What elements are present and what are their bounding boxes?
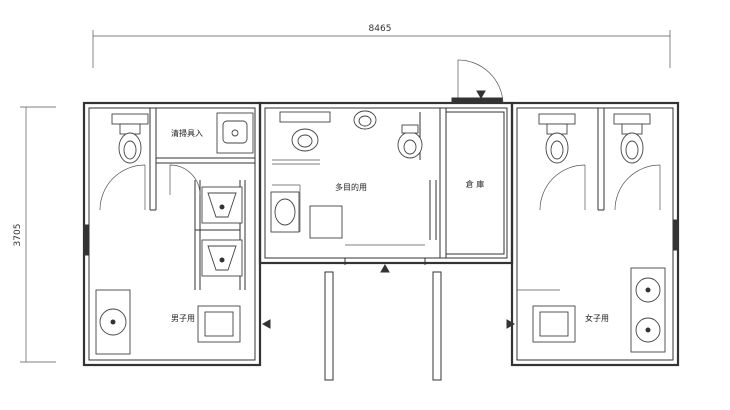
room-label-cleaning: 清掃具入 [171, 128, 203, 138]
sink-icon [95, 289, 131, 355]
urinal-icon [201, 239, 243, 277]
entrance-guides [324, 271, 442, 381]
floor-drain-icon [197, 305, 241, 343]
outer-walls [82, 101, 680, 367]
sink-icon [216, 112, 254, 154]
toilet-icon [538, 113, 576, 164]
toilet-icon [279, 111, 331, 152]
toilet-icon [111, 113, 149, 164]
dimension-width-label: 8465 [369, 24, 392, 34]
sink-icon [353, 110, 377, 130]
dimension-height: 3705 [13, 106, 56, 363]
womens-partitions [517, 108, 679, 291]
urinal-icon [201, 186, 243, 224]
room-label-womens: 女子用 [585, 313, 609, 323]
toilet-icon [613, 113, 651, 164]
floor-drain-icon [309, 205, 343, 239]
room-label-mens: 男子用 [171, 314, 195, 323]
floor-drain-icon [532, 305, 576, 343]
room-label-multipurpose: 多目的用 [335, 182, 367, 192]
entrance-arrow-icon [261, 90, 516, 329]
sink-icon [630, 267, 666, 353]
dimension-width: 8465 [92, 24, 671, 68]
grab-bar [272, 159, 320, 232]
sink-icon [270, 191, 300, 233]
toilet-icon [397, 124, 423, 159]
dimension-height-label: 3705 [13, 224, 23, 247]
room-label-storage: 倉 庫 [466, 179, 485, 189]
